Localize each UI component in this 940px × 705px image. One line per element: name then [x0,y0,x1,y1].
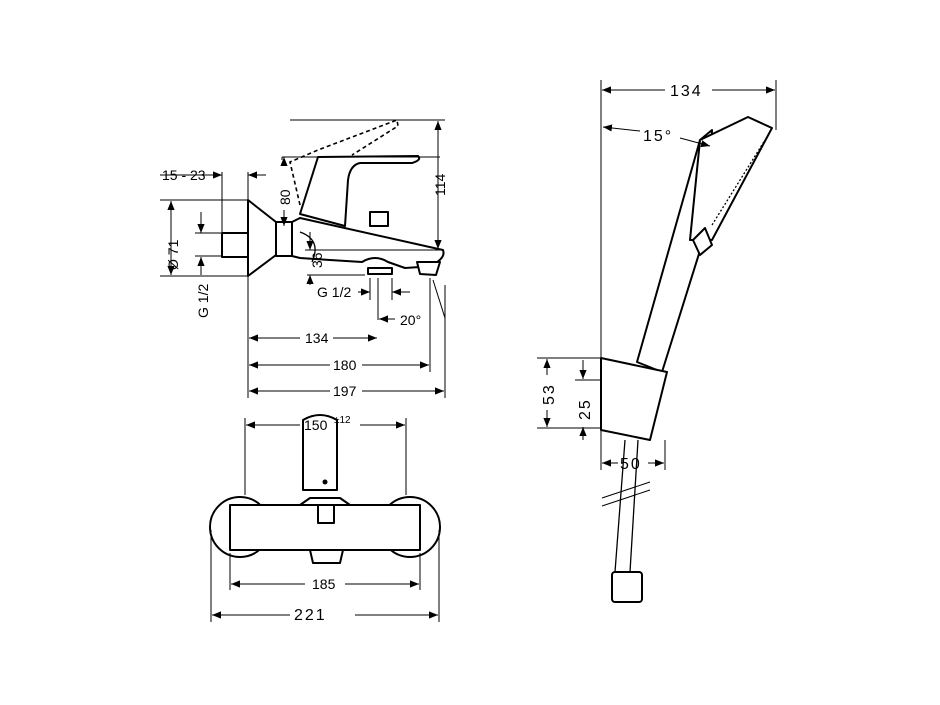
spray-face [711,139,766,226]
shower-button [692,227,713,256]
dim-lever-height: 80 [277,189,293,205]
diverter-knob [317,504,335,524]
front-lever [302,414,338,491]
dim-center-distance: 150 [304,417,328,433]
dim-holder-offset: 25 [577,398,594,420]
inlet-pipe [221,232,249,258]
side-view-dimensions: 15 - 23 80 114 Ø 71 G 1/2 36 G 1/2 20° 1… [160,119,448,399]
spout-outlet [309,549,344,564]
dim-inlet-thread: G 1/2 [195,284,211,318]
shower-head [689,116,773,241]
dim-spout-height: 36 [309,252,325,268]
aerator [416,261,441,276]
front-view-dimensions: 150 ±12 185 221 [210,415,440,624]
lever-handle [299,155,421,227]
outlet-fitting [367,267,393,275]
lever-base [299,497,351,506]
mixer-front-view [209,414,441,564]
connector-nut [275,221,293,257]
dim-shower-width: 134 [670,83,703,100]
hose-end [611,571,643,603]
indicator-dot [322,479,328,485]
shower-hose [614,439,639,573]
dim-holder-depth: 50 [620,456,642,473]
dim-holder-height: 53 [541,383,558,405]
dim-length-180: 180 [333,357,357,373]
hose-break [601,481,651,507]
shower-holder [600,357,668,441]
dim-center-tolerance: ±12 [334,415,351,426]
dim-body-width: 185 [312,576,336,592]
spout-curve [299,231,316,263]
mixer-body [291,217,445,269]
dim-shower-angle: 15° [643,128,673,145]
shower-dimensions: 134 15° 53 25 50 [537,80,777,473]
dim-outlet-thread: G 1/2 [317,284,351,300]
dim-length-134: 134 [305,330,329,346]
dim-rosette-diameter: Ø 71 [165,239,181,270]
dim-spout-angle: 20° [400,312,421,328]
lever-open-position [289,118,399,206]
diverter-button [369,211,389,227]
dim-wall-thickness: 15 - 23 [162,167,206,183]
wall-rosette [247,199,277,277]
hand-shower-set [600,116,773,603]
dim-length-197: 197 [333,383,357,399]
mixer-side-view [221,118,445,277]
dim-total-height: 114 [432,173,448,196]
dim-total-width: 221 [294,607,327,624]
